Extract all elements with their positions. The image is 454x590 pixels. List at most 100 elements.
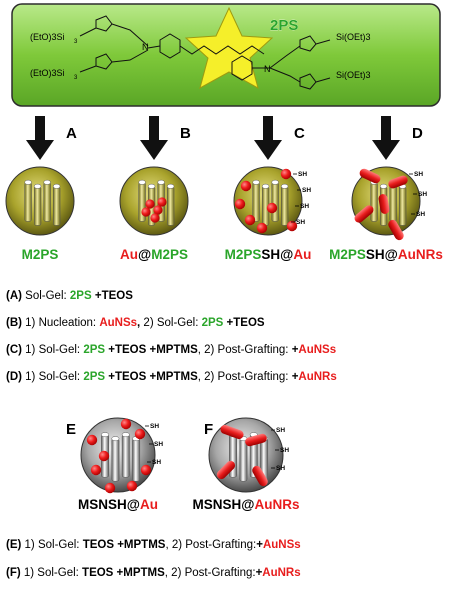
au-sphere-c-2 xyxy=(244,214,256,226)
au-seed-4 xyxy=(157,197,167,207)
step-text: TEOS +MPTMS xyxy=(82,539,166,551)
chem-label-top-right: Si(OEt)3 xyxy=(336,32,371,42)
au-sphere-c-0 xyxy=(240,180,252,192)
step-tag: (A) xyxy=(6,290,22,302)
step-text: + xyxy=(291,344,299,356)
au-seed-1 xyxy=(153,205,163,215)
particle-au-m2ps xyxy=(119,166,189,236)
au-seed-0 xyxy=(145,199,155,209)
step-text: , 2) Post-Grafting: xyxy=(197,371,292,383)
caption-suffix: Au xyxy=(139,497,158,512)
particle-msnsh-au xyxy=(80,417,156,493)
sh-f-2: SH xyxy=(276,465,285,472)
n-atom-left: N xyxy=(142,42,149,52)
step-text: , 2) Post-Grafting: xyxy=(165,539,257,551)
silica-caption-f: MSNSH@AuNRs xyxy=(193,497,300,512)
chem-subscript-2: 3 xyxy=(74,75,78,81)
au-rod-d-5 xyxy=(378,194,390,214)
caption-prefix: MSNSH@ xyxy=(192,497,255,512)
step-text: , xyxy=(137,317,144,329)
arrow-c: C xyxy=(254,116,305,160)
au-sphere-e-3 xyxy=(126,480,138,492)
sh-f-1: SH xyxy=(280,447,289,454)
step-text: 2PS xyxy=(201,317,224,329)
silica-label-f: F xyxy=(204,421,213,438)
au-sphere-e-4 xyxy=(140,464,152,476)
arrow-b: B xyxy=(140,116,191,160)
panel-title: 2PS xyxy=(270,17,298,34)
step-text: AuNSs xyxy=(99,317,138,329)
step-text: 1) Sol-Gel: xyxy=(21,539,83,551)
sh-c-2: SH xyxy=(300,203,309,210)
au-rod-f-3 xyxy=(216,460,236,480)
step-text: AuNSs xyxy=(298,344,337,356)
step-d: (D) 1) Sol-Gel: 2PS +TEOS +MPTMS, 2) Pos… xyxy=(6,371,337,383)
step-text: 1) Sol-Gel: xyxy=(20,567,83,579)
sh-e-2: SH xyxy=(152,459,161,466)
caption-prefix: Au xyxy=(120,247,139,262)
step-text: +TEOS +MPTMS xyxy=(105,371,198,383)
caption-suffix: AuNRs xyxy=(397,247,443,262)
step-text: + xyxy=(291,371,299,383)
caption-prefix: M2PS xyxy=(329,247,366,262)
caption-suffix: AuNRs xyxy=(254,497,300,512)
step-tag: (C) xyxy=(6,344,22,356)
step-text: TEOS +MPTMS xyxy=(82,567,165,579)
star-icon xyxy=(184,6,274,90)
particle-caption-1: Au@M2PS xyxy=(120,247,188,262)
sh-d-0: SH xyxy=(414,171,423,178)
au-sphere-e-0 xyxy=(86,434,98,446)
step-tag: (F) xyxy=(6,567,21,579)
n-atom-right: N xyxy=(264,64,271,74)
sh-f-0: SH xyxy=(276,427,285,434)
step-text: 2PS xyxy=(83,371,106,383)
sh-d-2: SH xyxy=(416,211,425,218)
step-text: AuNSs xyxy=(262,539,301,551)
arrow-a: A xyxy=(26,116,77,160)
sh-c-1: SH xyxy=(302,187,311,194)
step-text: Sol-Gel: xyxy=(21,290,70,302)
au-rod-d-2 xyxy=(388,175,408,189)
caption-prefix: MSNSH@ xyxy=(78,497,140,512)
sh-d-1: SH xyxy=(418,191,427,198)
step-c: (C) 1) Sol-Gel: 2PS +TEOS +MPTMS, 2) Pos… xyxy=(6,344,336,356)
step-text: + xyxy=(256,539,263,551)
sh-c-3: SH xyxy=(296,219,305,226)
silica-label-e: E xyxy=(66,421,76,438)
sh-e-0: SH xyxy=(150,423,159,430)
step-text: +TEOS xyxy=(91,290,133,302)
step-text: +TEOS +MPTMS xyxy=(105,344,198,356)
caption-mid: SH@ xyxy=(365,247,398,262)
step-tag: (E) xyxy=(6,539,22,551)
arrow-label-b: B xyxy=(180,125,191,142)
chem-label-top-left: (EtO)3Si xyxy=(30,32,65,42)
au-sphere-e-2 xyxy=(104,482,116,494)
step-text: AuNRs xyxy=(262,567,301,579)
particle-caption-2: M2PSSH@Au xyxy=(225,247,312,262)
au-sphere-c-6 xyxy=(234,198,246,210)
au-sphere-c-3 xyxy=(266,202,278,214)
particle-caption-3: M2PSSH@AuNRs xyxy=(329,247,443,262)
step-tag: (D) xyxy=(6,371,22,383)
au-sphere-c-5 xyxy=(256,222,268,234)
step-text: 1) Nucleation: xyxy=(21,317,100,329)
caption-mid: SH@ xyxy=(261,247,294,262)
step-text: , 2) Post-Grafting: xyxy=(197,344,292,356)
arrow-label-c: C xyxy=(294,125,305,142)
au-rod-d-3 xyxy=(354,205,374,223)
particle-caption-0: M2PS xyxy=(22,247,59,262)
au-sphere-e-1 xyxy=(90,464,102,476)
step-b: (B) 1) Nucleation: AuNSs, 2) Sol-Gel: 2P… xyxy=(6,317,265,329)
chem-label-bottom-right: Si(OEt)3 xyxy=(336,70,371,80)
particle-m2ps xyxy=(5,166,75,236)
arrow-label-a: A xyxy=(66,125,77,142)
step-text: 1) Sol-Gel: xyxy=(21,344,84,356)
silica-caption-e: MSNSH@Au xyxy=(78,497,158,512)
sh-c-0: SH xyxy=(298,171,307,178)
chemical-structure xyxy=(79,15,331,90)
arrow-label-d: D xyxy=(412,125,423,142)
step-text: AuNRs xyxy=(298,371,337,383)
au-sphere-e-6 xyxy=(98,450,110,462)
step-text: + xyxy=(255,567,263,579)
caption-suffix: Au xyxy=(293,247,312,262)
